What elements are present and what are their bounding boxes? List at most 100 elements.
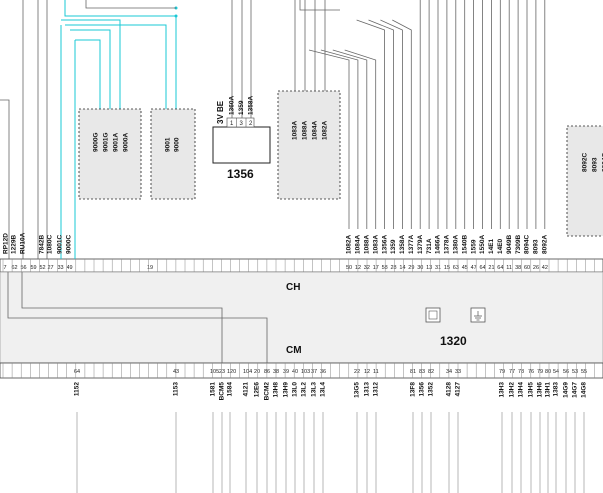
wire [368,19,394,229]
pin-number: 36 [320,369,326,375]
pin-label: 1356 [419,382,426,397]
pin-label: 13H6 [537,382,544,398]
dashed-box-c [277,90,341,200]
pin-number: 39 [283,369,289,375]
dashed-box-b [150,108,196,200]
pin-label: 9000C [66,235,73,254]
pin-label: 4127 [455,382,462,397]
pin-label: 1083A [372,235,379,254]
pin-number: 1 [230,121,234,127]
pin-number: 13 [426,265,432,271]
connector-ticks [2,259,595,378]
pin-label: 13H1 [545,382,552,398]
pin-label: 13L2 [301,382,308,397]
pin-number: 22 [354,369,360,375]
box-label: 9000A [123,133,130,152]
pin-label: 14G7 [572,382,579,398]
pin-label: 13H8 [273,382,280,398]
pin-number: 26 [533,265,539,271]
pin-label: 13H9 [283,382,290,398]
pin-label: RU10A [20,232,27,254]
pin-label: 13L3 [311,382,318,397]
pin-label: 13G5 [354,382,361,398]
box-label: 9001A [113,133,120,152]
pin-number: 59 [31,265,37,271]
component-1356-box [212,126,271,164]
pin-number: 60 [524,265,530,271]
pin-number: 11 [506,265,512,271]
pin-label: 4121 [243,382,250,397]
pin-number: 23 [219,369,225,375]
pin-number: 20 [254,369,260,375]
pin-number: 47 [471,265,477,271]
pin-label: 1359 [390,239,397,254]
pin-label: 7309B [515,235,522,254]
pin-label: 9049B [506,235,513,254]
pin-label: 1550A [479,235,486,254]
pin-label: 1153 [173,382,180,396]
component-icon [425,307,441,323]
pin-number: 3 [240,121,244,127]
pin-label: 13L0 [292,382,299,397]
pin-number: 28 [391,265,397,271]
box-label: 9001G [103,132,110,152]
pin-label: 13F8 [410,382,417,397]
pin-label: 14G8 [581,382,588,398]
pin-label: 7842B [39,235,46,254]
band-label-cm: CM [286,345,302,356]
pin-number: 81 [410,369,416,375]
box-label: 1082A [322,121,329,140]
wire [356,19,385,229]
box-label: 9000 [174,137,181,152]
pin-number: 40 [292,369,298,375]
component-1356-wires [231,0,252,118]
pin-number: 103 [301,369,310,375]
pin-label: RP12D [3,233,10,254]
pin-label: BCM2 [264,382,271,401]
pin-number: 50 [346,265,352,271]
pin-number: 105 [210,369,219,375]
pin-label: 1313 [364,382,371,397]
pin-number: 42 [542,265,548,271]
pin-number: 58 [382,265,388,271]
pin-label: 1152 [74,382,81,396]
pin-number: 63 [453,265,459,271]
pin-label: 14E0 [497,238,504,254]
pin-label: 1379A [417,235,424,254]
pin-label: 1082A [346,235,353,254]
pin-label: 1581 [210,382,217,397]
pin-number: 64 [497,265,503,271]
box-label: 1084A [312,121,319,140]
pin-label: 1378A [444,235,451,254]
bottom-connector-pins: 641152431153105158123BCM5120158410441212… [74,369,588,493]
top-right-wires [294,0,546,229]
component-1356-label: 1356 [227,167,254,181]
pin-number: 53 [572,369,578,375]
wire [299,0,340,11]
pin-number: 77 [509,369,515,375]
pin-label: 8092A [542,235,549,254]
pin-label: 1359 [238,100,245,115]
pin-label: 1383 [553,382,560,397]
junction-dot [174,14,178,18]
wire [332,49,368,229]
pin-number: 29 [408,265,414,271]
wire [392,19,412,229]
pin-label: 13H2 [509,382,516,398]
pin-number: 104 [243,369,252,375]
pin-label: BCM5 [219,382,226,401]
cyan-wires [60,0,177,259]
pin-number: 64 [74,369,80,375]
pin-label: 14E1 [488,238,495,254]
component-icon-inner [428,310,438,320]
wire [320,49,359,229]
box-label: 9000G [93,132,100,152]
pin-number: 79 [499,369,505,375]
pin-number: 49 [67,265,73,271]
pin-number: 17 [373,265,379,271]
